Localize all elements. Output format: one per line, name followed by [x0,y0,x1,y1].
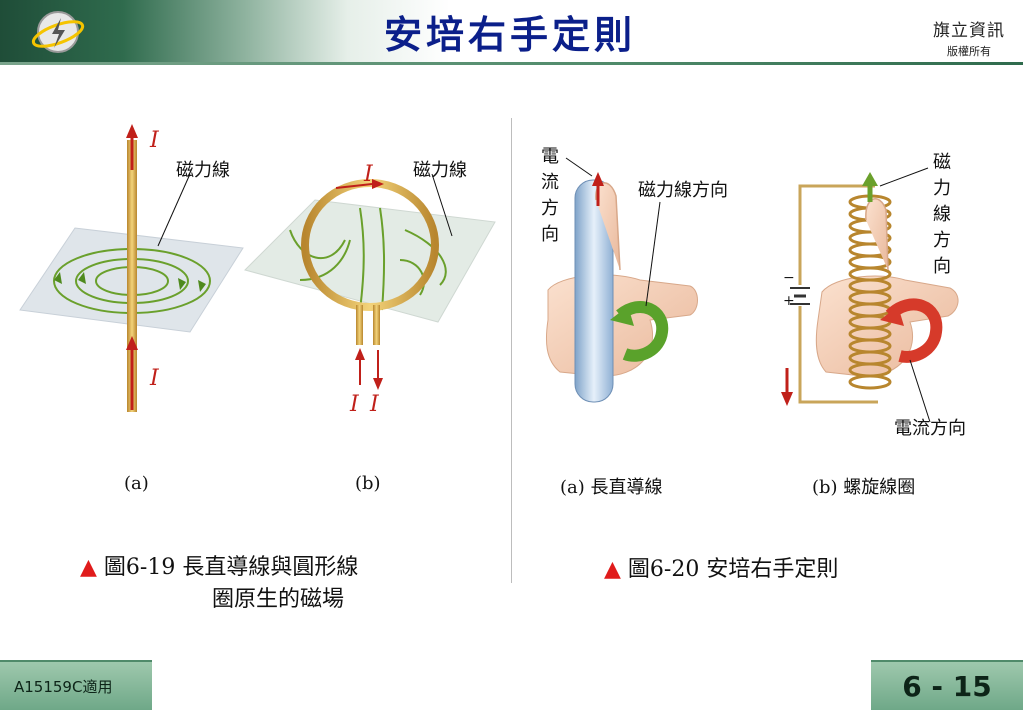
publisher-name: 旗立資訊 [933,21,1005,41]
circular-loop [301,179,439,311]
current-label-b-left: I [350,392,359,417]
current-direction-label-b: 電流方向 [894,418,966,439]
caption-6-19-line1: 圖6-19 長直導線與圓形線 [103,555,359,580]
minus-sign: − [783,270,795,286]
conductor-tube [574,179,614,403]
caption-6-20-text: 圖6-20 安培右手定則 [627,557,839,582]
subfigure-label-solenoid: (b) 螺旋線圈 [812,477,916,498]
current-label-b-right: I [370,392,379,417]
copyright-notice: 版權所有 [947,45,991,58]
figure-artwork [19,124,959,423]
caption-marker-icon: ▲ [604,557,621,582]
header-band [0,0,1023,62]
publisher-block: 旗立資訊 版權所有 [933,16,1005,59]
field-direction-label-b: 磁力線方向 [933,152,951,277]
logo-icon [31,11,85,53]
figure-divider [511,118,512,583]
page-number-tab: 6 - 15 [871,660,1023,710]
page-title: 安培右手定則 [383,12,636,57]
current-label-a-top: I [150,128,159,153]
course-code: A15159C適用 [14,678,113,696]
solenoid-circuit [798,184,875,285]
figure-caption-6-20: ▲ 圖6-20 安培右手定則 [604,554,838,586]
straight-wire [127,140,137,412]
header-rule [0,62,1023,65]
field-direction-arrow-a [616,301,669,362]
right-hand-a [546,274,698,377]
field-line-label-b: 磁力線 [413,160,467,181]
current-label-b-top: I [364,162,373,187]
page-number: 6 - 15 [902,670,992,703]
current-direction-arrow-b [885,298,943,363]
caption-6-19-line2: 圈原生的磁場 [212,587,345,612]
subfigure-label-straight-wire: (a) 長直導線 [560,477,663,498]
course-code-tab: A15159C適用 [0,660,152,710]
subfigure-label-b: (b) [355,473,381,494]
field-direction-label-a: 磁力線方向 [638,180,728,201]
field-line-label-a: 磁力線 [176,160,230,181]
plus-sign: + [783,293,795,309]
current-direction-label-a: 電流方向 [541,146,559,245]
current-label-a-bottom: I [150,366,159,391]
caption-marker-icon: ▲ [80,555,97,580]
subfigure-label-a: (a) [124,473,149,494]
figure-caption-6-19: ▲ 圖6-19 長直導線與圓形線 圈原生的磁場 [80,552,358,616]
